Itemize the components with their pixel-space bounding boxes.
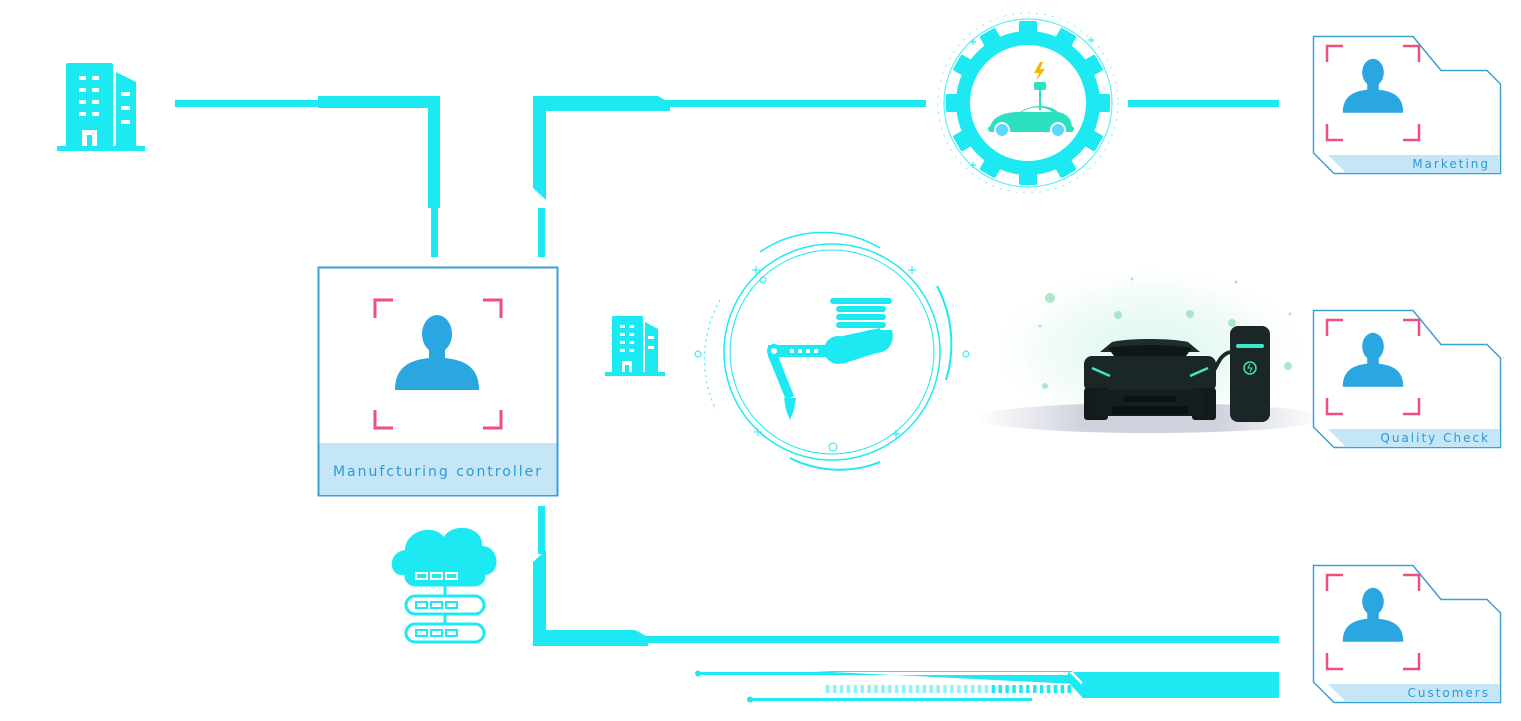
controller-label: Manufcturing controller: [333, 464, 543, 480]
role-label-customers: Customers: [1407, 686, 1490, 700]
role-card-marketing[interactable]: [1312, 35, 1502, 175]
role-card-customers[interactable]: [1312, 564, 1502, 704]
scan-frame: [373, 298, 503, 430]
progress-ticks: [826, 685, 1071, 693]
role-card-quality-check[interactable]: [1312, 309, 1502, 449]
car-charging-station-icon: [975, 260, 1325, 440]
cloud-server-icon: [391, 527, 497, 644]
role-label-quality-check: Quality Check: [1380, 431, 1490, 445]
connector-lines: [175, 96, 1279, 703]
role-label-marketing: Marketing: [1412, 157, 1490, 171]
building-icon: [605, 316, 665, 376]
robotic-arm-icon: [694, 231, 970, 471]
building-icon: [57, 63, 145, 151]
ev-charging-gear-icon: [937, 12, 1119, 194]
controller-card[interactable]: [317, 266, 559, 497]
